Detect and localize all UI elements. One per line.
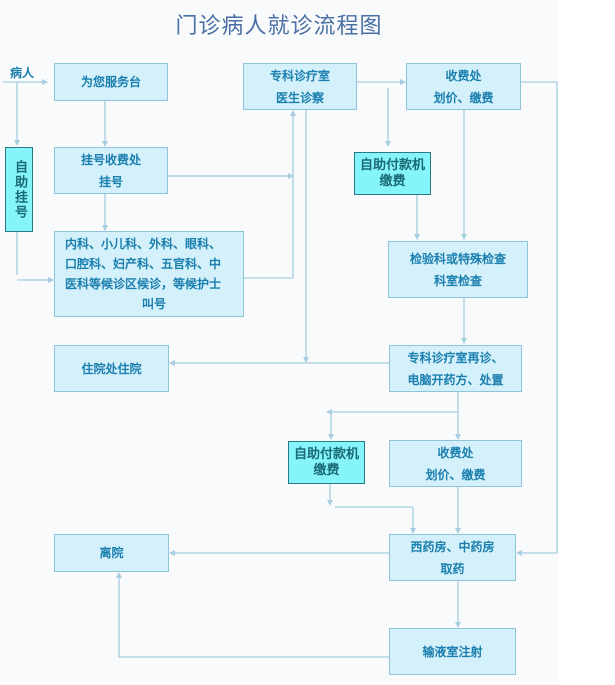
node-text: 口腔科、妇产科、五官科、中 <box>65 257 222 271</box>
node-waiting-area[interactable]: 内科、小儿科、外科、眼科、 口腔科、妇产科、五官科、中 医科等候诊区候诊，等候护… <box>54 231 244 317</box>
node-text: 内科、小儿科、外科、眼科、 <box>65 237 222 251</box>
node-text: 自助挂号 <box>12 159 27 220</box>
node-text: 取药 <box>440 561 465 576</box>
node-text: 收费处 <box>437 445 474 460</box>
node-service-desk[interactable]: 为您服务台 <box>54 63 168 101</box>
node-text: 缴费 <box>313 462 340 478</box>
node-specialist-revisit[interactable]: 专科诊疗室再诊、 电脑开药方、处置 <box>389 345 522 392</box>
node-text: 划价、缴费 <box>425 467 486 482</box>
node-text: 收费处 <box>445 68 482 83</box>
node-register-cashier[interactable]: 挂号收费处 挂号 <box>54 147 168 194</box>
node-text: 离院 <box>99 546 124 560</box>
node-text: 西药房、中药房 <box>410 539 495 554</box>
node-text: 缴费 <box>379 173 406 189</box>
node-text: 检验科或特殊检查 <box>409 251 506 266</box>
node-text: 医生诊察 <box>275 90 324 105</box>
node-text: 叫号 <box>141 297 166 311</box>
node-text: 自助付款机 <box>359 157 425 173</box>
node-text: 专科诊疗室再诊、 <box>407 350 504 365</box>
node-text: 住院处住院 <box>81 361 142 376</box>
node-text: 输液室注射 <box>422 644 483 659</box>
node-text: 科室检查 <box>433 273 482 288</box>
node-self-pay-2[interactable]: 自助付款机 缴费 <box>288 441 365 484</box>
node-text: 医科等候诊区候诊，等候护士 <box>65 277 222 291</box>
node-text: 挂号收费处 <box>80 152 141 167</box>
node-text: 为您服务台 <box>80 75 141 89</box>
node-lab-exam[interactable]: 检验科或特殊检查 科室检查 <box>388 241 528 298</box>
node-text: 专科诊疗室 <box>269 68 330 83</box>
diagram-title: 门诊病人就诊流程图 <box>175 14 383 39</box>
node-discharge[interactable]: 离院 <box>54 534 169 572</box>
node-text: 划价、缴费 <box>433 90 494 105</box>
node-text: 自助付款机 <box>293 446 359 462</box>
node-pharmacy[interactable]: 西药房、中药房 取药 <box>389 534 516 581</box>
node-infusion[interactable]: 输液室注射 <box>389 628 516 675</box>
node-self-register[interactable]: 自助挂号 <box>5 147 33 232</box>
node-self-pay-1[interactable]: 自助付款机 缴费 <box>354 152 431 195</box>
node-specialist-room[interactable]: 专科诊疗室 医生诊察 <box>243 63 357 110</box>
start-label-patient: 病人 <box>10 66 35 80</box>
node-cashier-1[interactable]: 收费处 划价、缴费 <box>406 63 521 110</box>
node-text: 电脑开药方、处置 <box>407 372 504 387</box>
node-text: 挂号 <box>98 174 123 189</box>
node-cashier-2[interactable]: 收费处 划价、缴费 <box>389 440 522 487</box>
node-inpatient[interactable]: 住院处住院 <box>54 345 169 392</box>
